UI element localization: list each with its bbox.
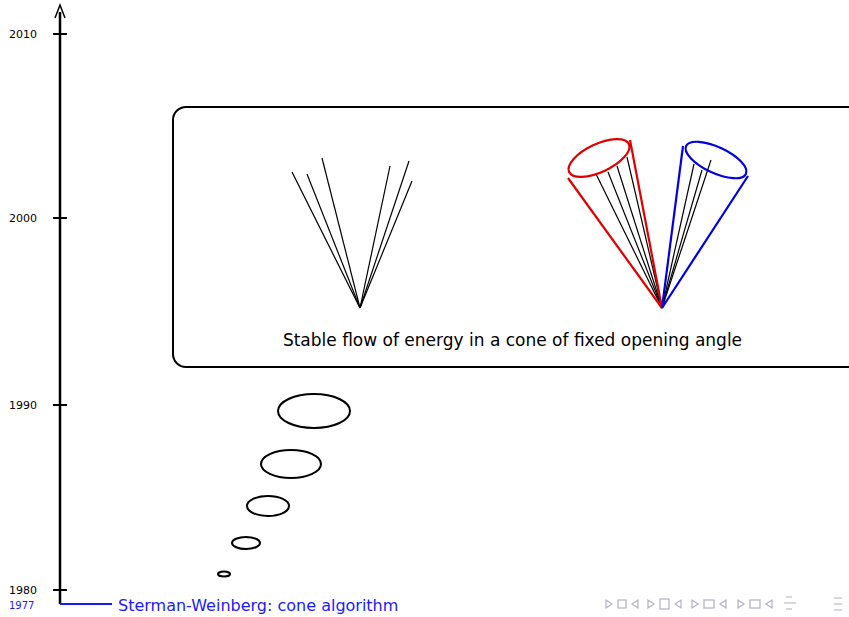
callout-box: Stable flow of energy in a cone of fixed… xyxy=(172,106,849,368)
time-axis xyxy=(59,12,62,604)
event-leader xyxy=(60,603,112,605)
year-label: 1980 xyxy=(9,584,37,597)
axis-arrowhead xyxy=(55,5,65,18)
thought-bubbles xyxy=(218,394,350,577)
year-label: 1977 xyxy=(9,600,34,611)
blue-cone xyxy=(662,134,751,308)
year-label: 2000 xyxy=(9,212,37,225)
particle-tracks xyxy=(292,158,412,308)
event-label: Sterman-Weinberg: cone algorithm xyxy=(118,596,398,615)
caption-text: Stable flow of energy in a cone of fixed… xyxy=(283,330,742,350)
navigation-symbols xyxy=(606,597,842,610)
red-cone xyxy=(563,131,662,308)
axis-ticks xyxy=(53,34,67,590)
year-label: 1990 xyxy=(9,399,37,412)
year-label: 2010 xyxy=(9,28,37,41)
clustered-tracks xyxy=(596,157,711,308)
